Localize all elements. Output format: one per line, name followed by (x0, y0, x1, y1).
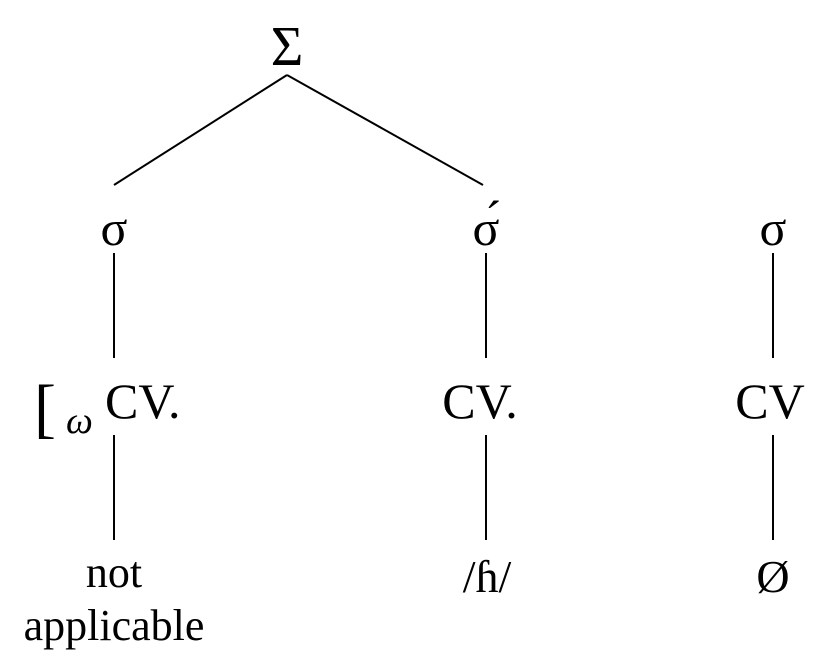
edge-foot-right (286, 74, 484, 186)
bottom-3-null-label: Ø (756, 551, 789, 602)
syllable-1-label: σ (101, 200, 128, 256)
bottom-2-label: /ɦ/ (463, 551, 512, 602)
word-bracket: [ (34, 372, 56, 445)
segment-3-label: CV (735, 373, 804, 429)
edge-foot-left (113, 74, 288, 186)
bottom-1-line2: applicable (24, 601, 205, 650)
segment-1-label: CV. (105, 373, 181, 429)
bottom-1-line1: not (86, 548, 142, 597)
segment-2-label: CV. (442, 373, 518, 429)
root-foot-label: Σ (271, 16, 304, 78)
word-subscript-omega: ω (66, 400, 93, 442)
syllable-2-stressed-label: σ́ (473, 199, 500, 256)
syllable-3-label: σ (760, 200, 787, 256)
